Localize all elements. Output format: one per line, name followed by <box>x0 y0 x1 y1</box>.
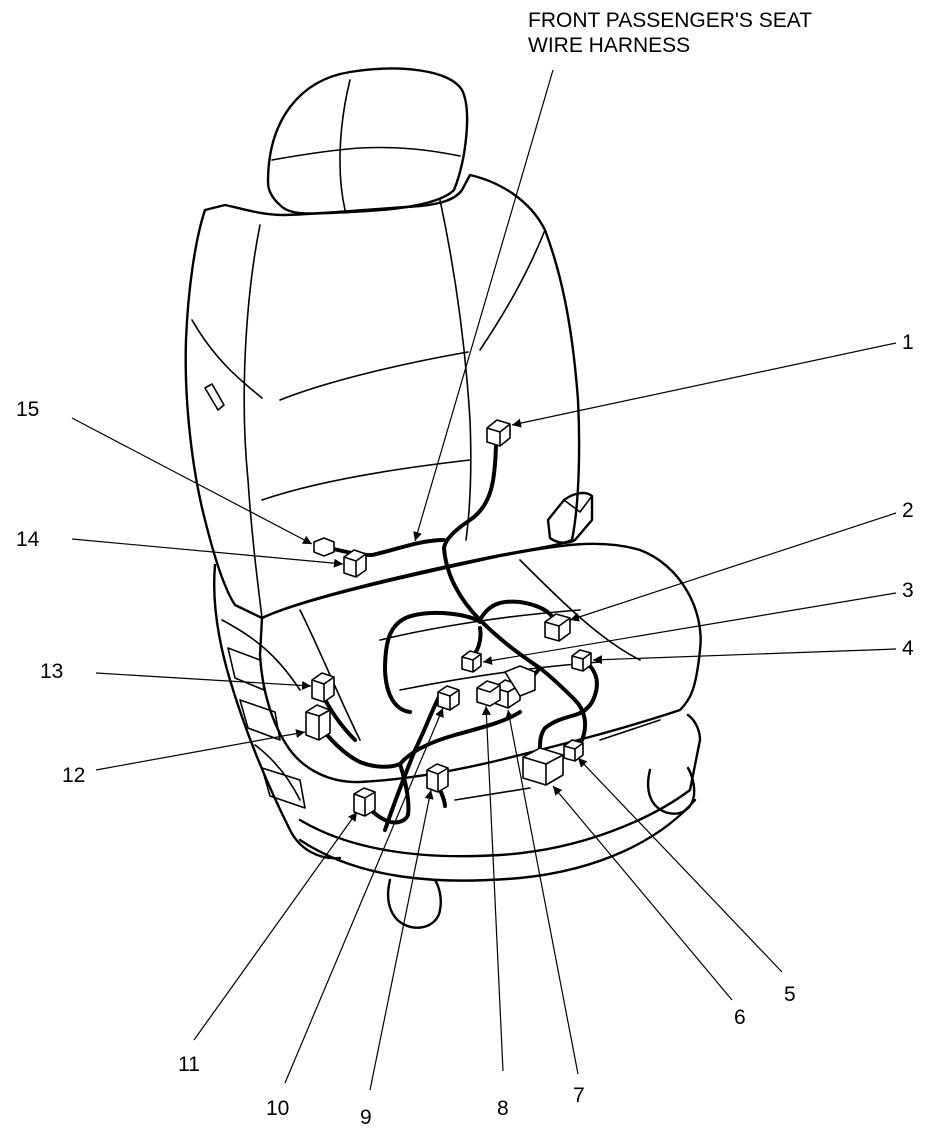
callout-6: 6 <box>734 1006 746 1029</box>
leader-13 <box>95 672 312 690</box>
connector-2 <box>544 613 571 642</box>
seat-foot-left <box>386 878 442 929</box>
leader-lines <box>71 69 897 1091</box>
leader-7 <box>505 709 579 1075</box>
connector-12 <box>305 704 331 741</box>
callout-10: 10 <box>266 1097 289 1120</box>
callout-9: 9 <box>360 1106 372 1129</box>
leader-10 <box>284 707 444 1084</box>
leader-14 <box>71 538 344 568</box>
seat-side-frame <box>213 563 342 860</box>
connector-9 <box>426 763 449 793</box>
recliner-lever <box>546 491 594 544</box>
leader-1 <box>511 342 897 428</box>
connector-11 <box>353 787 376 817</box>
callout-5: 5 <box>784 983 796 1006</box>
callout-12: 12 <box>62 764 85 787</box>
connector-10 <box>437 685 460 711</box>
leader-12 <box>95 729 306 771</box>
seat-base <box>298 713 702 858</box>
leader-8 <box>481 705 504 1072</box>
harness-title-line2: WIRE HARNESS <box>528 34 690 57</box>
callout-7: 7 <box>573 1084 585 1107</box>
connector-14 <box>343 549 367 578</box>
callout-15: 15 <box>16 398 39 421</box>
callout-4: 4 <box>902 637 914 660</box>
seat-back <box>184 173 581 620</box>
connector-13 <box>311 672 335 703</box>
connector-6 <box>522 747 564 786</box>
callout-2: 2 <box>902 499 914 522</box>
harness-title-line1: FRONT PASSENGER'S SEAT <box>528 9 812 32</box>
callout-3: 3 <box>902 579 914 602</box>
callout-14: 14 <box>16 528 40 551</box>
leader-2 <box>569 512 897 622</box>
callout-labels: 1 2 3 4 5 6 7 8 9 10 11 12 13 14 15 <box>16 331 914 1129</box>
seat-foot-right <box>646 766 696 815</box>
leader-4 <box>592 648 897 665</box>
connector-1 <box>486 419 511 447</box>
callout-13: 13 <box>40 660 63 683</box>
connector-3 <box>461 650 482 673</box>
connector-4 <box>571 649 592 672</box>
callout-8: 8 <box>497 1097 509 1120</box>
seat-illustration <box>184 67 702 929</box>
callout-1: 1 <box>902 331 914 354</box>
connectors <box>305 419 592 817</box>
seat-cushion <box>258 542 702 784</box>
callout-11: 11 <box>178 1053 200 1076</box>
connector-15 <box>313 537 335 557</box>
headrest <box>266 67 469 215</box>
leader-5 <box>577 757 783 973</box>
leader-15 <box>71 417 313 545</box>
connector-8 <box>476 680 501 707</box>
leader-3 <box>482 592 897 665</box>
connector-5 <box>563 739 584 762</box>
leader-9 <box>369 789 434 1091</box>
leader-11 <box>193 811 358 1041</box>
leader-harness <box>413 69 554 542</box>
leader-6 <box>552 785 733 1001</box>
